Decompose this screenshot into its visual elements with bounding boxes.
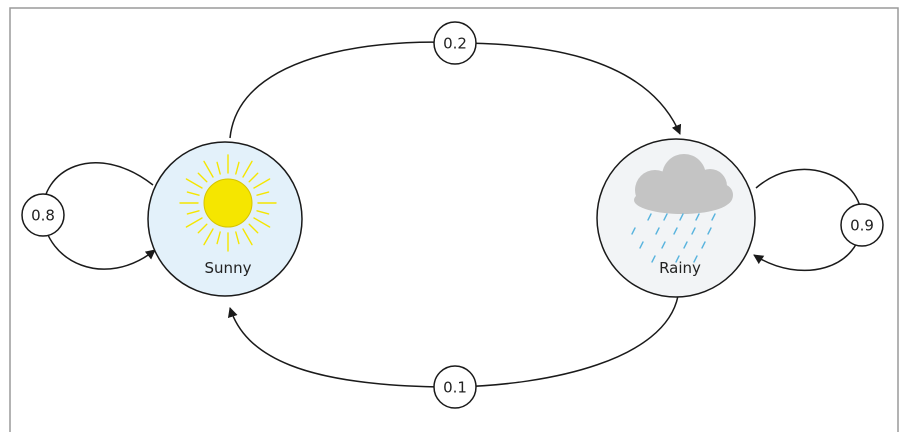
probability-badge-rainy-to-sunny: 0.1 bbox=[433, 365, 477, 409]
probability-badge-rainy-self: 0.9 bbox=[840, 203, 884, 247]
probability-label-rainy-self: 0.9 bbox=[850, 217, 874, 235]
sun-icon bbox=[179, 154, 277, 252]
frame-border bbox=[9, 7, 899, 432]
state-sunny-label: Sunny bbox=[205, 259, 252, 277]
probability-label-rainy-to-sunny: 0.1 bbox=[443, 379, 467, 397]
state-sunny: Sunny bbox=[147, 141, 303, 297]
state-rainy-label: Rainy bbox=[659, 259, 701, 277]
rain-cloud-icon bbox=[631, 154, 733, 263]
probability-label-sunny-self: 0.8 bbox=[31, 207, 55, 225]
probability-badge-sunny-to-rainy: 0.2 bbox=[433, 21, 477, 65]
probability-badge-sunny-self: 0.8 bbox=[21, 193, 65, 237]
probability-label-sunny-to-rainy: 0.2 bbox=[443, 35, 467, 53]
state-rainy: Rainy bbox=[596, 138, 756, 298]
